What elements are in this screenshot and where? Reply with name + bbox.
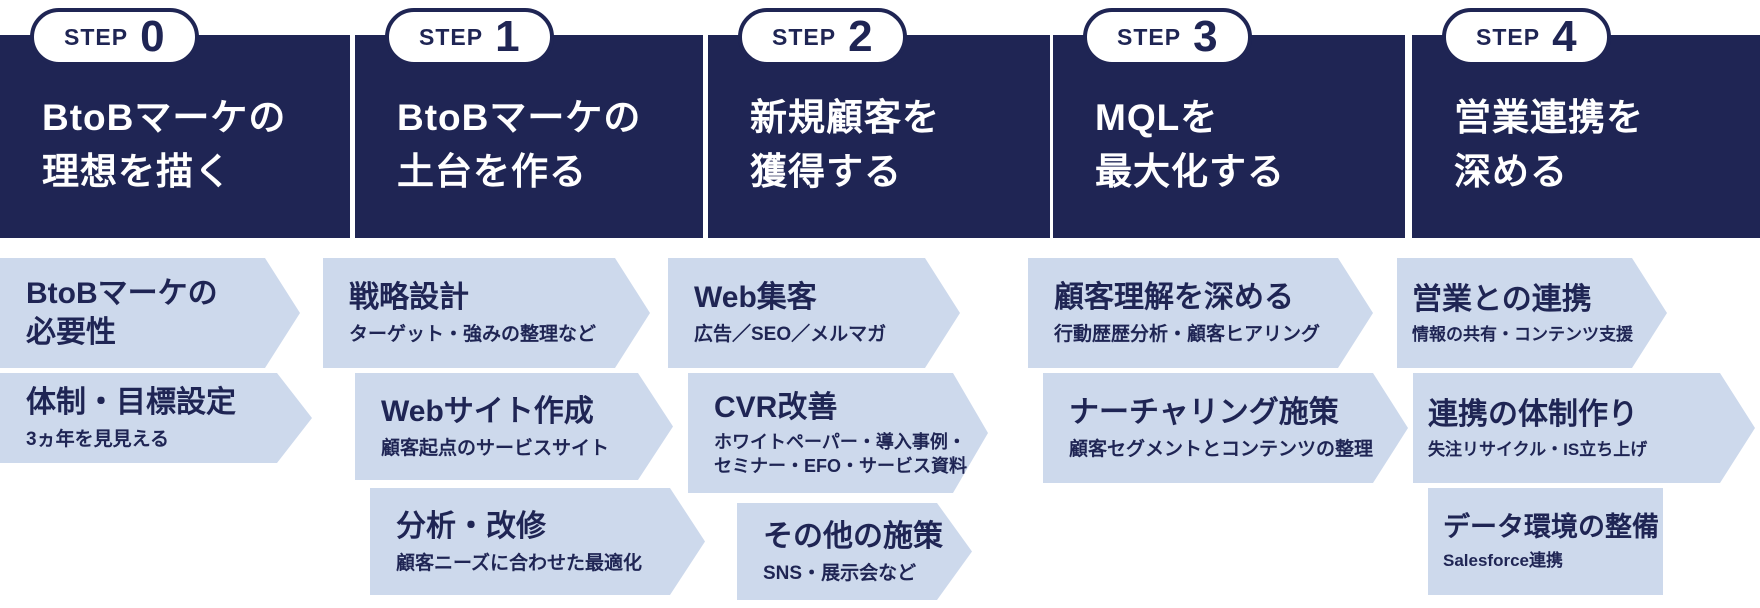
task-box-btob-necessity: BtoBマーケの 必要性 <box>0 258 300 368</box>
step-badge-number: 0 <box>140 12 165 61</box>
task-title: ナーチャリング施策 <box>1069 396 1339 430</box>
task-box-web-traffic: Web集客 広告／SEO／メルマガ <box>668 258 960 368</box>
step-title-line1: BtoBマーケの <box>397 97 642 138</box>
task-box-sales-collaboration: 営業との連携 情報の共有・コンテンツ支援 <box>1397 258 1667 368</box>
task-title-line1: BtoBマーケの <box>26 277 218 310</box>
task-box-analysis-improvement: 分析・改修 顧客ニーズに合わせた最適化 <box>370 488 705 595</box>
step-title-line1: 新規顧客を <box>750 97 940 138</box>
step-0-badge: STEP 0 <box>30 8 199 66</box>
task-title: Webサイト作成 <box>381 394 594 428</box>
task-title: 分析・改修 <box>396 509 546 543</box>
task-subtitle: Salesforce連携 <box>1443 551 1563 571</box>
step-3-title: MQLを 最大化する <box>1053 35 1405 198</box>
task-box-other-measures: その他の施策 SNS・展示会など <box>737 503 972 600</box>
step-3-header: STEP 3 MQLを 最大化する <box>1053 8 1405 238</box>
task-subtitle: 顧客ニーズに合わせた最適化 <box>396 552 643 574</box>
task-title: その他の施策 <box>763 519 943 553</box>
task-title-line2: 必要性 <box>26 316 116 349</box>
step-title-line2: 土台を作る <box>397 150 587 192</box>
task-subtitle: ホワイトペーパー・導入事例・ セミナー・EFO・サービス資料 <box>714 430 988 479</box>
step-1-header: STEP 1 BtoBマーケの 土台を作る <box>355 8 703 238</box>
task-title: 戦略設計 <box>349 281 469 315</box>
step-4-badge: STEP 4 <box>1442 8 1611 66</box>
step-badge-number: 3 <box>1193 12 1218 61</box>
step-badge-label: STEP <box>419 23 484 50</box>
task-box-customer-understanding: 顧客理解を深める 行動歴歴分析・顧客ヒアリング <box>1028 258 1373 368</box>
task-subtitle: 失注リサイクル・IS立ち上げ <box>1428 439 1648 459</box>
task-subtitle: SNS・展示会など <box>763 562 917 584</box>
step-title-line1: BtoBマーケの <box>42 97 287 138</box>
task-title: 連携の体制作り <box>1428 397 1638 431</box>
task-title: CVR改善 <box>714 390 838 424</box>
step-2-header: STEP 2 新規顧客を 獲得する <box>708 8 1050 238</box>
step-badge-label: STEP <box>1476 23 1541 50</box>
task-box-strategy-design: 戦略設計 ターゲット・強みの整理など <box>323 258 650 368</box>
task-title: Web集客 <box>694 281 817 315</box>
step-2-title: 新規顧客を 獲得する <box>708 35 1050 198</box>
step-4-header: STEP 4 営業連携を 深める <box>1412 8 1760 238</box>
task-title: 体制・目標設定 <box>26 386 236 420</box>
task-box-cvr-improvement: CVR改善 ホワイトペーパー・導入事例・ セミナー・EFO・サービス資料 <box>688 373 988 493</box>
step-badge-label: STEP <box>1117 23 1182 50</box>
task-box-website-creation: Webサイト作成 顧客起点のサービスサイト <box>355 373 673 480</box>
task-box-nurturing-measures: ナーチャリング施策 顧客セグメントとコンテンツの整理 <box>1043 373 1408 483</box>
task-subtitle: 顧客起点のサービスサイト <box>381 437 610 459</box>
task-title: 営業との連携 <box>1412 282 1592 316</box>
step-1-badge: STEP 1 <box>385 8 554 66</box>
task-box-structure-goals: 体制・目標設定 3ヵ年を見見える <box>0 373 312 463</box>
task-subtitle: ターゲット・強みの整理など <box>349 324 597 346</box>
step-badge-number: 2 <box>848 12 873 61</box>
step-title-line2: 最大化する <box>1095 150 1285 192</box>
step-1-title: BtoBマーケの 土台を作る <box>355 35 703 198</box>
step-badge-number: 1 <box>495 12 520 61</box>
task-box-collaboration-structure: 連携の体制作り 失注リサイクル・IS立ち上げ <box>1413 373 1755 483</box>
step-3-badge: STEP 3 <box>1083 8 1252 66</box>
step-title-line1: MQLを <box>1095 97 1219 138</box>
step-0-title: BtoBマーケの 理想を描く <box>0 35 350 198</box>
task-subtitle-line1: ホワイトペーパー・導入事例・ <box>714 431 966 452</box>
task-title: 顧客理解を深める <box>1054 281 1294 315</box>
task-subtitle: 3ヵ年を見見える <box>26 429 169 451</box>
step-0-header: STEP 0 BtoBマーケの 理想を描く <box>0 8 350 238</box>
task-subtitle: 顧客セグメントとコンテンツの整理 <box>1069 439 1374 461</box>
task-subtitle: 行動歴歴分析・顧客ヒアリング <box>1054 324 1321 346</box>
step-badge-number: 4 <box>1552 12 1577 61</box>
step-title-line2: 獲得する <box>750 150 902 192</box>
task-subtitle: 情報の共有・コンテンツ支援 <box>1412 324 1633 344</box>
task-title: データ環境の整備 <box>1443 511 1659 542</box>
step-title-line2: 理想を描く <box>42 150 232 192</box>
step-title-line1: 営業連携を <box>1454 97 1644 138</box>
task-box-data-environment: データ環境の整備 Salesforce連携 <box>1428 488 1663 595</box>
step-title-line2: 深める <box>1454 150 1568 192</box>
step-badge-label: STEP <box>772 23 837 50</box>
step-4-title: 営業連携を 深める <box>1412 35 1760 198</box>
task-subtitle: 広告／SEO／メルマガ <box>694 324 887 346</box>
task-title: BtoBマーケの 必要性 <box>26 274 300 352</box>
step-2-badge: STEP 2 <box>738 8 907 66</box>
task-subtitle-line2: セミナー・EFO・サービス資料 <box>714 456 968 476</box>
step-badge-label: STEP <box>64 23 129 50</box>
